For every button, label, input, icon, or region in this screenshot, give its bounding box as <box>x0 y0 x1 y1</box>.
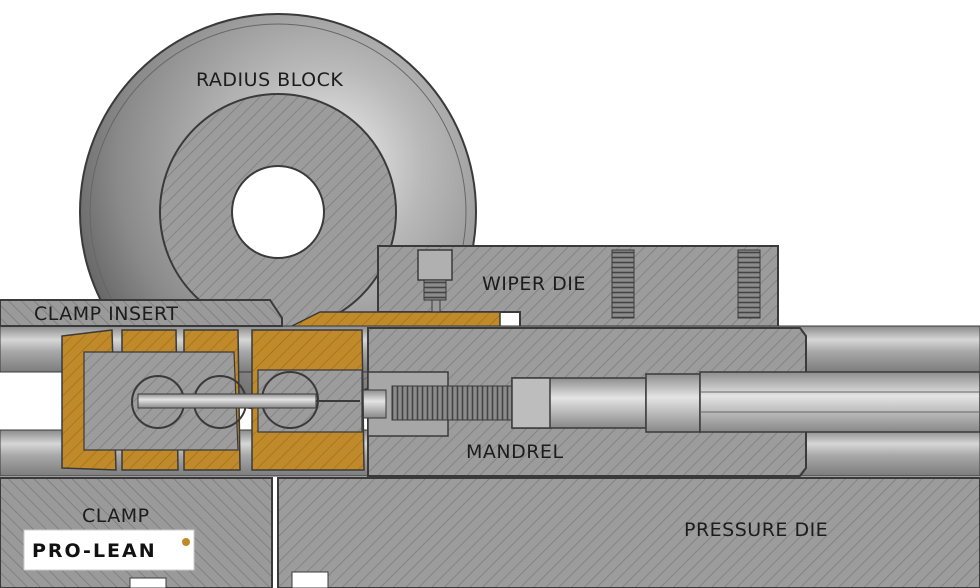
logo-dot-icon <box>182 538 190 546</box>
label-pressure-die: PRESSURE DIE <box>684 519 828 541</box>
mandrel <box>359 327 807 477</box>
label-radius-block: RADIUS BLOCK <box>196 69 343 91</box>
pressure-die <box>277 477 980 588</box>
mandrel-balls <box>61 329 365 471</box>
label-clamp: CLAMP <box>82 505 150 527</box>
clamp-insert <box>0 299 283 327</box>
pro-lean-logo: PRO-LEAN <box>23 529 195 571</box>
screw-left <box>417 249 453 323</box>
label-wiper-die: WIPER DIE <box>482 273 586 295</box>
screw-right-2 <box>737 249 761 319</box>
label-clamp-insert: CLAMP INSERT <box>34 303 178 325</box>
label-mandrel: MANDREL <box>466 441 564 463</box>
mandrel-rod <box>699 371 980 433</box>
screw-right-1 <box>611 249 635 319</box>
logo-text: PRO-LEAN <box>32 540 157 562</box>
